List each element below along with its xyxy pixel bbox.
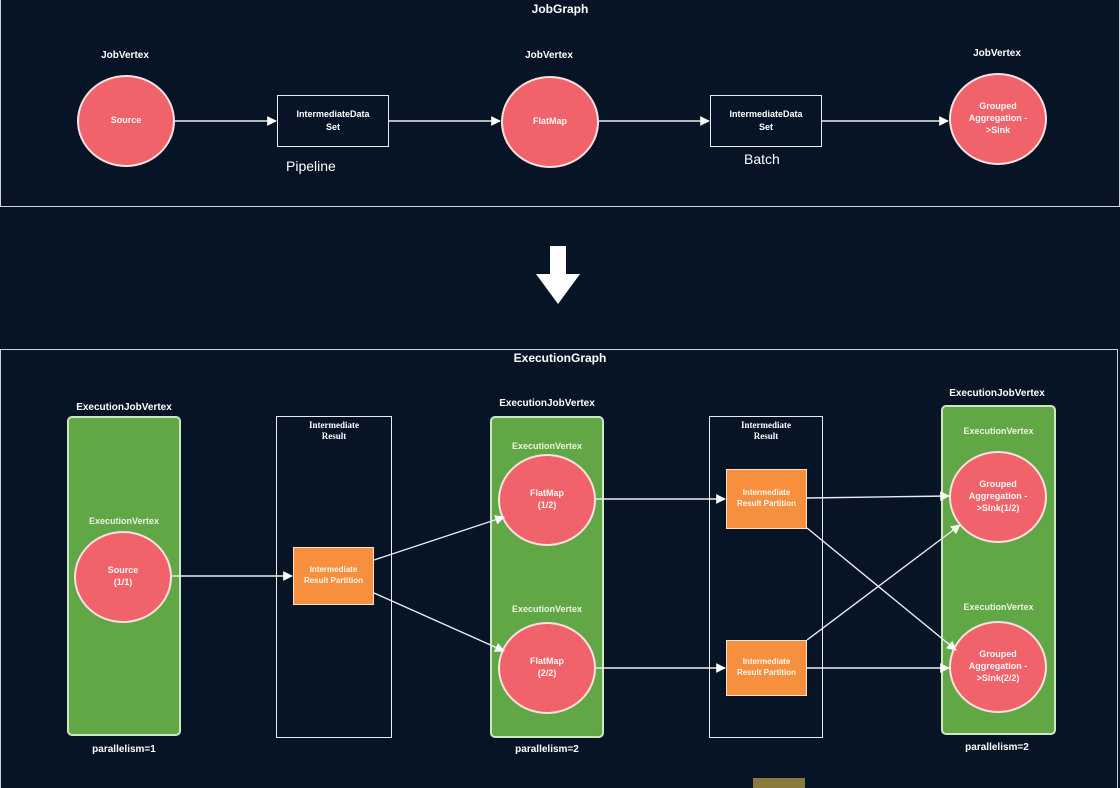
execution-graph-panel bbox=[0, 349, 1118, 788]
parallelism-label: parallelism=2 bbox=[965, 742, 1029, 753]
job-vertex-label: JobVertex bbox=[973, 48, 1021, 59]
sink-execution-node-1: Grouped Aggregation ->Sink(1/2) bbox=[949, 451, 1047, 543]
edge bbox=[806, 524, 961, 641]
intermediate-dataset-box: IntermediateData Set bbox=[277, 95, 389, 147]
execution-vertex-label: ExecutionVertex bbox=[963, 426, 1034, 436]
parallelism-label: parallelism=1 bbox=[92, 744, 156, 755]
sink-execution-node-2: Grouped Aggregation ->Sink(2/2) bbox=[949, 621, 1047, 713]
edge bbox=[806, 491, 950, 502]
execution-vertex-label: ExecutionVertex bbox=[511, 604, 583, 614]
execution-job-vertex-label: ExecutionJobVertex bbox=[499, 398, 595, 409]
execution-job-vertex-label: ExecutionJobVertex bbox=[76, 402, 172, 413]
intermediate-result-box: Intermediate Result bbox=[276, 416, 392, 738]
bottom-edge-mark bbox=[753, 778, 805, 788]
flatmap-execution-node-2: FlatMap (2/2) bbox=[498, 622, 596, 714]
execution-job-vertex-label: ExecutionJobVertex bbox=[949, 388, 1045, 399]
batch-label: Batch bbox=[744, 151, 780, 167]
job-vertex-label: JobVertex bbox=[525, 50, 573, 61]
intermediate-result-box: Intermediate Result bbox=[709, 416, 823, 738]
execution-vertex-label: ExecutionVertex bbox=[963, 602, 1034, 612]
intermediate-result-title: Intermediate Result bbox=[741, 420, 791, 441]
intermediate-result-partition: Intermediate Result Partition bbox=[726, 469, 807, 529]
flatmap-execution-node-1: FlatMap (1/2) bbox=[498, 454, 596, 546]
flatmap-node: FlatMap bbox=[501, 76, 599, 168]
execution-vertex-label: ExecutionVertex bbox=[88, 516, 160, 526]
execution-graph-title: ExecutionGraph bbox=[513, 351, 607, 365]
down-arrow-icon bbox=[536, 246, 580, 304]
edge bbox=[806, 527, 957, 651]
grouped-aggregation-sink-node: Grouped Aggregation ->Sink bbox=[949, 73, 1047, 165]
edge bbox=[373, 515, 505, 561]
pipeline-label: Pipeline bbox=[286, 158, 336, 174]
edge bbox=[373, 592, 505, 652]
job-vertex-label: JobVertex bbox=[101, 50, 149, 61]
intermediate-dataset-box: IntermediateData Set bbox=[710, 95, 822, 147]
intermediate-result-partition: Intermediate Result Partition bbox=[726, 640, 807, 696]
source-execution-node: Source (1/1) bbox=[74, 531, 172, 623]
execution-vertex-label: ExecutionVertex bbox=[511, 441, 583, 451]
job-graph-title: JobGraph bbox=[531, 2, 589, 16]
intermediate-result-partition: Intermediate Result Partition bbox=[293, 547, 374, 605]
source-node: Source bbox=[77, 75, 175, 167]
parallelism-label: parallelism=2 bbox=[515, 744, 579, 755]
intermediate-result-title: Intermediate Result bbox=[309, 420, 359, 441]
